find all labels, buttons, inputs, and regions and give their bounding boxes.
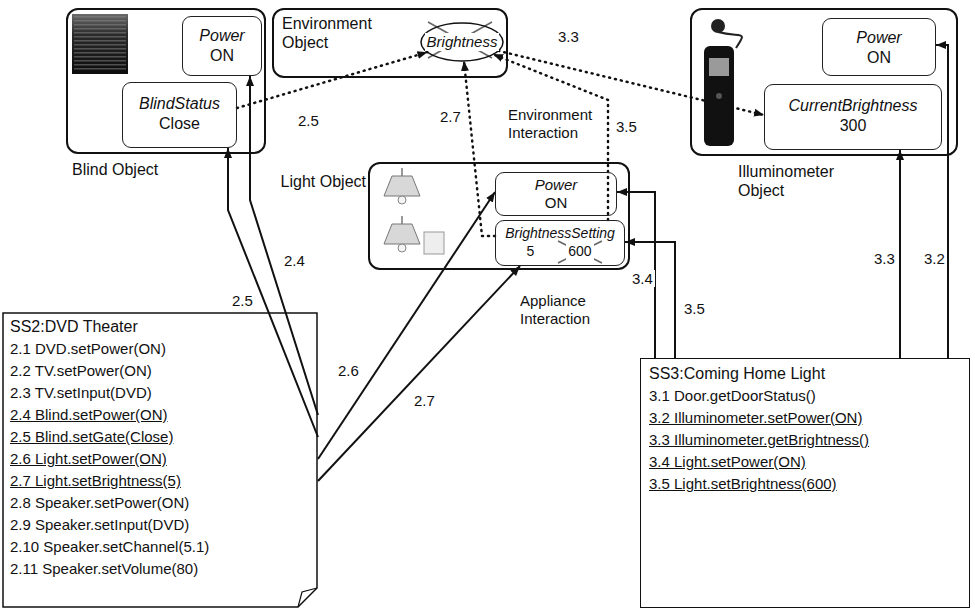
property-name: Power: [183, 26, 261, 46]
interaction-label: Environment Interaction: [508, 106, 604, 142]
strike-line: [558, 241, 602, 263]
property-value: 600: [566, 242, 593, 260]
property-name: Brightness: [425, 33, 500, 51]
invocation-arrow: [318, 192, 495, 459]
object-name: Blind Object: [72, 160, 192, 179]
lamp-picture: [384, 168, 444, 254]
method-call: 2.9 Speaker.setInput(DVD): [10, 514, 310, 536]
step-number: 3.2: [922, 250, 947, 267]
interaction-arrow: [464, 61, 495, 236]
note-fold: [298, 588, 317, 607]
property-value: ON: [823, 48, 935, 68]
step-number: 3.4: [630, 270, 655, 287]
step-number: 2.7: [412, 392, 437, 409]
strike-line: [558, 241, 602, 263]
property-box: PowerON: [182, 16, 262, 76]
step-number: 2.6: [336, 362, 361, 379]
note-line: [3, 313, 317, 607]
property-ellipse: Brightness: [420, 22, 504, 62]
lamp-bulb: [398, 244, 406, 252]
strike-mark: [558, 241, 602, 263]
property-box: CurrentBrightness300: [764, 84, 942, 150]
method-call: 2.11 Speaker.setVolume(80): [10, 558, 310, 580]
sensor-cable: [718, 32, 742, 48]
lamp-shade: [384, 224, 420, 244]
lamp-shade: [384, 176, 420, 196]
object-name: Light Object: [270, 172, 366, 191]
blind-slats: [74, 16, 126, 72]
note-title: SS2:DVD Theater: [10, 316, 310, 338]
step-number: 3.3: [556, 28, 581, 45]
property-value: Close: [123, 114, 236, 134]
scenario-note: SS3:Coming Home Light3.1 Door.getDoorSta…: [640, 358, 970, 608]
invocation-arrow: [625, 242, 675, 358]
meter-button: [716, 93, 722, 99]
step-number: 2.4: [282, 252, 307, 269]
method-call: 3.3 Illuminometer.getBrightness(): [649, 429, 961, 451]
step-number: 3.3: [872, 250, 897, 267]
property-value: ON: [183, 46, 261, 66]
method-call: 2.2 TV.setPower(ON): [10, 360, 310, 382]
sensor-head: [711, 19, 725, 33]
meter-body: [704, 46, 734, 146]
method-call: 2.6 Light.setPower(ON): [10, 448, 310, 470]
object-name: Environment Object: [282, 14, 392, 52]
illuminometer-picture: [704, 19, 742, 146]
method-call: 3.1 Door.getDoorStatus(): [649, 385, 961, 407]
object-box: Brightness Environment Object: [272, 8, 508, 78]
property-name: CurrentBrightness: [765, 96, 941, 116]
method-call: 2.4 Blind.setPower(ON): [10, 404, 310, 426]
method-call: 3.5 Light.setBrightness(600): [649, 473, 961, 495]
lamp-cord: [401, 168, 403, 176]
meter-screen: [709, 58, 729, 76]
method-call: 2.8 Speaker.setPower(ON): [10, 492, 310, 514]
object-box: PowerONBrightnessSetting5600Light Object: [368, 162, 630, 270]
invocation-arrow: [318, 266, 520, 481]
step-number: 3.5: [682, 300, 707, 317]
property-box: PowerON: [822, 18, 936, 76]
method-call: 2.5 Blind.setGate(Close): [10, 426, 310, 448]
lamp-bulb: [398, 196, 406, 204]
property-name: Power: [823, 28, 935, 48]
lamp-base: [424, 232, 444, 254]
method-call: 2.10 Speaker.setChannel(5.1): [10, 536, 310, 558]
lamp-cord: [401, 216, 403, 224]
invocation-arrow: [228, 148, 318, 437]
property-name: BlindStatus: [123, 94, 236, 114]
method-call: 2.1 DVD.setPower(ON): [10, 338, 310, 360]
property-value: 5: [526, 242, 534, 260]
property-name: BrightnessSetting: [496, 224, 624, 242]
property-value: ON: [496, 194, 616, 212]
property-box: PowerON: [495, 172, 617, 216]
blind-picture: [72, 14, 128, 74]
property-box: BlindStatusClose: [122, 82, 237, 148]
blind-panel: [72, 14, 128, 74]
object-box: PowerONBlindStatusCloseBlind Object: [66, 8, 266, 154]
invocation-arrow: [617, 192, 655, 358]
method-call: 3.2 Illuminometer.setPower(ON): [649, 407, 961, 429]
object-name: Illuminometer Object: [738, 162, 868, 200]
property-name: Power: [496, 176, 616, 194]
object-box: PowerONCurrentBrightness300Illuminometer…: [690, 8, 958, 156]
invocation-arrow: [899, 150, 901, 358]
interaction-arrow: [498, 51, 764, 115]
ellipse-line: [421, 23, 503, 61]
method-call: 2.3 TV.setInput(DVD): [10, 382, 310, 404]
interaction-label: Appliance Interaction: [520, 292, 620, 328]
property-box: BrightnessSetting5 600: [495, 220, 625, 266]
method-call: 2.7 Light.setBrightness(5): [10, 470, 310, 492]
note-title: SS3:Coming Home Light: [649, 363, 961, 385]
invocation-arrow: [936, 45, 948, 358]
step-number: 2.5: [296, 112, 321, 129]
method-call: 3.4 Light.setPower(ON): [649, 451, 961, 473]
property-value: 300: [765, 116, 941, 136]
step-number: 3.5: [614, 118, 639, 135]
step-number: 2.5: [230, 292, 255, 309]
scenario-note: SS2:DVD Theater2.1 DVD.setPower(ON)2.2 T…: [2, 312, 318, 608]
step-number: 2.7: [438, 108, 463, 125]
